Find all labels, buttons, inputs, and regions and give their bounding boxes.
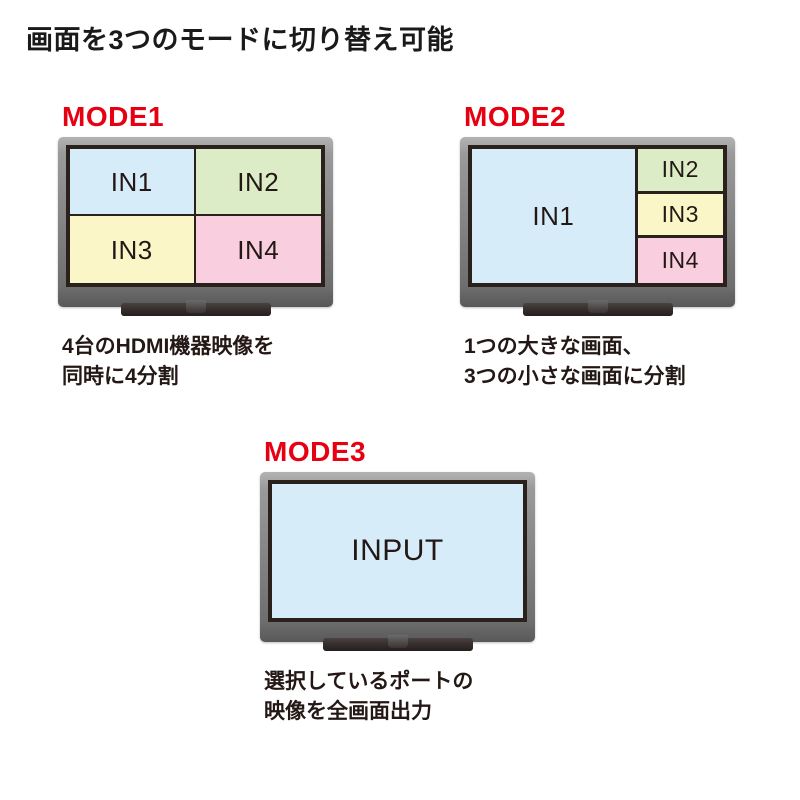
screen-pane-label: IN1	[110, 166, 153, 197]
caption-line: 3つの小さな画面に分割	[464, 364, 686, 388]
screen-pane-label: INPUT	[351, 534, 444, 567]
screen-pane-in2: IN2	[637, 149, 723, 194]
mode-label-1: MODE1	[62, 101, 165, 132]
tv-stand-neck	[387, 635, 408, 648]
mode-caption-2: 1つの大きな画面、 3つの小さな画面に分割	[464, 332, 735, 392]
tv-illustration-mode1: IN1 IN2 IN3 IN4	[58, 137, 333, 316]
screen-pane-in3: IN3	[637, 193, 723, 239]
mode-block-2: MODE2 IN1 IN2 IN3 IN4	[460, 103, 735, 392]
screen-pane-label: IN4	[661, 247, 699, 274]
screen-pane-in1: IN1	[472, 149, 638, 283]
caption-line: 同時に4分割	[62, 364, 179, 388]
tv-screen: IN1 IN2 IN3 IN4	[468, 145, 727, 287]
tv-bezel: IN1 IN2 IN3 IN4	[58, 137, 333, 313]
mode-block-1: MODE1 IN1 IN2 IN3 IN4	[58, 103, 333, 392]
caption-line: 映像を全画面出力	[264, 699, 432, 723]
screen-pane-in2: IN2	[195, 149, 321, 216]
screen-pane-label: IN2	[661, 156, 699, 183]
mode-label-2: MODE2	[464, 101, 567, 132]
tv-illustration-mode2: IN1 IN2 IN3 IN4	[460, 137, 735, 316]
page-title: 画面を3つのモードに切り替え可能	[26, 25, 455, 55]
screen-pane-label: IN1	[532, 201, 575, 231]
screen-pane-input: INPUT	[272, 484, 523, 618]
screen-pane-label: IN3	[110, 234, 153, 265]
screen-pane-in3: IN3	[70, 216, 196, 283]
tv-illustration-mode3: INPUT	[260, 472, 535, 651]
screen-pane-label: IN3	[661, 201, 699, 227]
tv-stand-neck	[185, 300, 206, 313]
screen-layout-quad: IN1 IN2 IN3 IN4	[70, 149, 321, 283]
screen-side-stack: IN2 IN3 IN4	[637, 149, 723, 283]
screen-pane-in1: IN1	[70, 149, 196, 216]
mode-block-3: MODE3 INPUT 選択しているポートの 映像を全画面出力	[260, 438, 535, 727]
tv-bezel: IN1 IN2 IN3 IN4	[460, 137, 735, 313]
screen-pane-label: IN4	[237, 234, 280, 265]
tv-screen: IN1 IN2 IN3 IN4	[66, 145, 325, 287]
mode-caption-1: 4台のHDMI機器映像を 同時に4分割	[62, 332, 333, 392]
screen-pane-in4: IN4	[195, 216, 321, 283]
screen-pane-label: IN2	[237, 166, 280, 197]
caption-line: 4台のHDMI機器映像を	[62, 335, 275, 358]
screen-pane-in4: IN4	[637, 238, 723, 283]
tv-bezel: INPUT	[260, 472, 535, 648]
mode-caption-3: 選択しているポートの 映像を全画面出力	[264, 667, 535, 727]
caption-line: 選択しているポートの	[264, 670, 474, 693]
tv-screen: INPUT	[268, 480, 527, 622]
caption-line: 1つの大きな画面、	[464, 335, 644, 358]
screen-layout-one-big-three-small: IN1 IN2 IN3 IN4	[472, 149, 723, 283]
mode-label-3: MODE3	[264, 436, 367, 467]
tv-stand-neck	[587, 300, 608, 313]
